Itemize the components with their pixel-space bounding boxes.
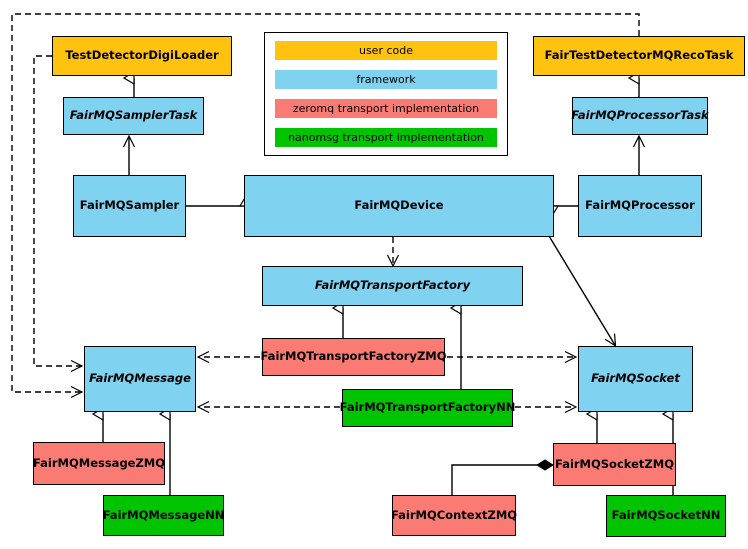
class-node-FairMQSampler[interactable]: FairMQSampler	[73, 175, 186, 237]
class-node-FairMQProcessor[interactable]: FairMQProcessor	[578, 175, 702, 237]
class-node-FairMQProcessorTask[interactable]: FairMQProcessorTask	[571, 97, 709, 135]
class-node-label: FairMQSocketZMQ	[555, 456, 674, 471]
edge-recotask-message	[11, 13, 640, 392]
class-node-label: FairMQMessage	[89, 371, 191, 386]
class-node-label: FairMQMessageZMQ	[32, 455, 166, 470]
class-node-label: FairMQSocketNN	[611, 508, 721, 523]
class-node-label: FairTestDetectorMQRecoTask	[544, 48, 734, 63]
class-node-label: FairMQTransportFactoryZMQ	[260, 349, 447, 364]
class-node-TestDetectorDigiLoader[interactable]: TestDetectorDigiLoader	[52, 36, 232, 76]
legend-item-framework: framework	[275, 70, 497, 89]
class-node-FairMQContextZMQ[interactable]: FairMQContextZMQ	[390, 495, 518, 536]
class-node-FairMQSocket[interactable]: FairMQSocket	[578, 346, 693, 412]
class-node-FairMQTransportFactory[interactable]: FairMQTransportFactory	[262, 266, 523, 306]
class-node-label: FairMQSamplerTask	[69, 108, 198, 123]
edge-device-socket	[548, 235, 615, 345]
class-node-label: FairMQSocket	[591, 371, 680, 386]
edge-contextzmq-socketzmq	[451, 459, 554, 495]
class-node-FairMQTransportFactoryZMQ[interactable]: FairMQTransportFactoryZMQ	[260, 338, 447, 376]
legend-item-zeromq: zeromq transport implementation	[275, 99, 497, 118]
class-node-FairMQDevice[interactable]: FairMQDevice	[244, 175, 554, 237]
class-node-FairMQSocketZMQ[interactable]: FairMQSocketZMQ	[553, 443, 676, 486]
class-node-label: TestDetectorDigiLoader	[65, 48, 219, 63]
class-node-FairMQMessageNN[interactable]: FairMQMessageNN	[103, 495, 224, 536]
class-node-label: FairMQProcessorTask	[571, 108, 709, 123]
class-node-label: FairMQMessageNN	[102, 507, 225, 522]
class-node-FairMQMessageZMQ[interactable]: FairMQMessageZMQ	[33, 442, 165, 485]
legend-item-user-code: user code	[275, 41, 497, 60]
class-node-label: FairMQTransportFactory	[314, 278, 471, 293]
edge-digiloader-message	[33, 55, 81, 366]
class-node-FairMQSamplerTask[interactable]: FairMQSamplerTask	[63, 97, 204, 135]
class-node-FairMQSocketNN[interactable]: FairMQSocketNN	[606, 495, 726, 537]
class-node-FairMQMessage[interactable]: FairMQMessage	[84, 346, 196, 412]
class-node-label: FairMQContextZMQ	[390, 507, 518, 522]
class-node-FairTestDetectorMQRecoTask[interactable]: FairTestDetectorMQRecoTask	[533, 36, 745, 76]
class-node-label: FairMQProcessor	[585, 198, 695, 213]
class-node-label: FairMQDevice	[354, 198, 444, 213]
legend-item-nanomsg: nanomsg transport implementation	[275, 128, 497, 147]
class-node-label: FairMQSampler	[79, 198, 180, 213]
class-node-label: FairMQTransportFactoryNN	[339, 400, 516, 415]
legend: user code framework zeromq transport imp…	[264, 32, 508, 156]
class-node-FairMQTransportFactoryNN[interactable]: FairMQTransportFactoryNN	[339, 389, 516, 427]
